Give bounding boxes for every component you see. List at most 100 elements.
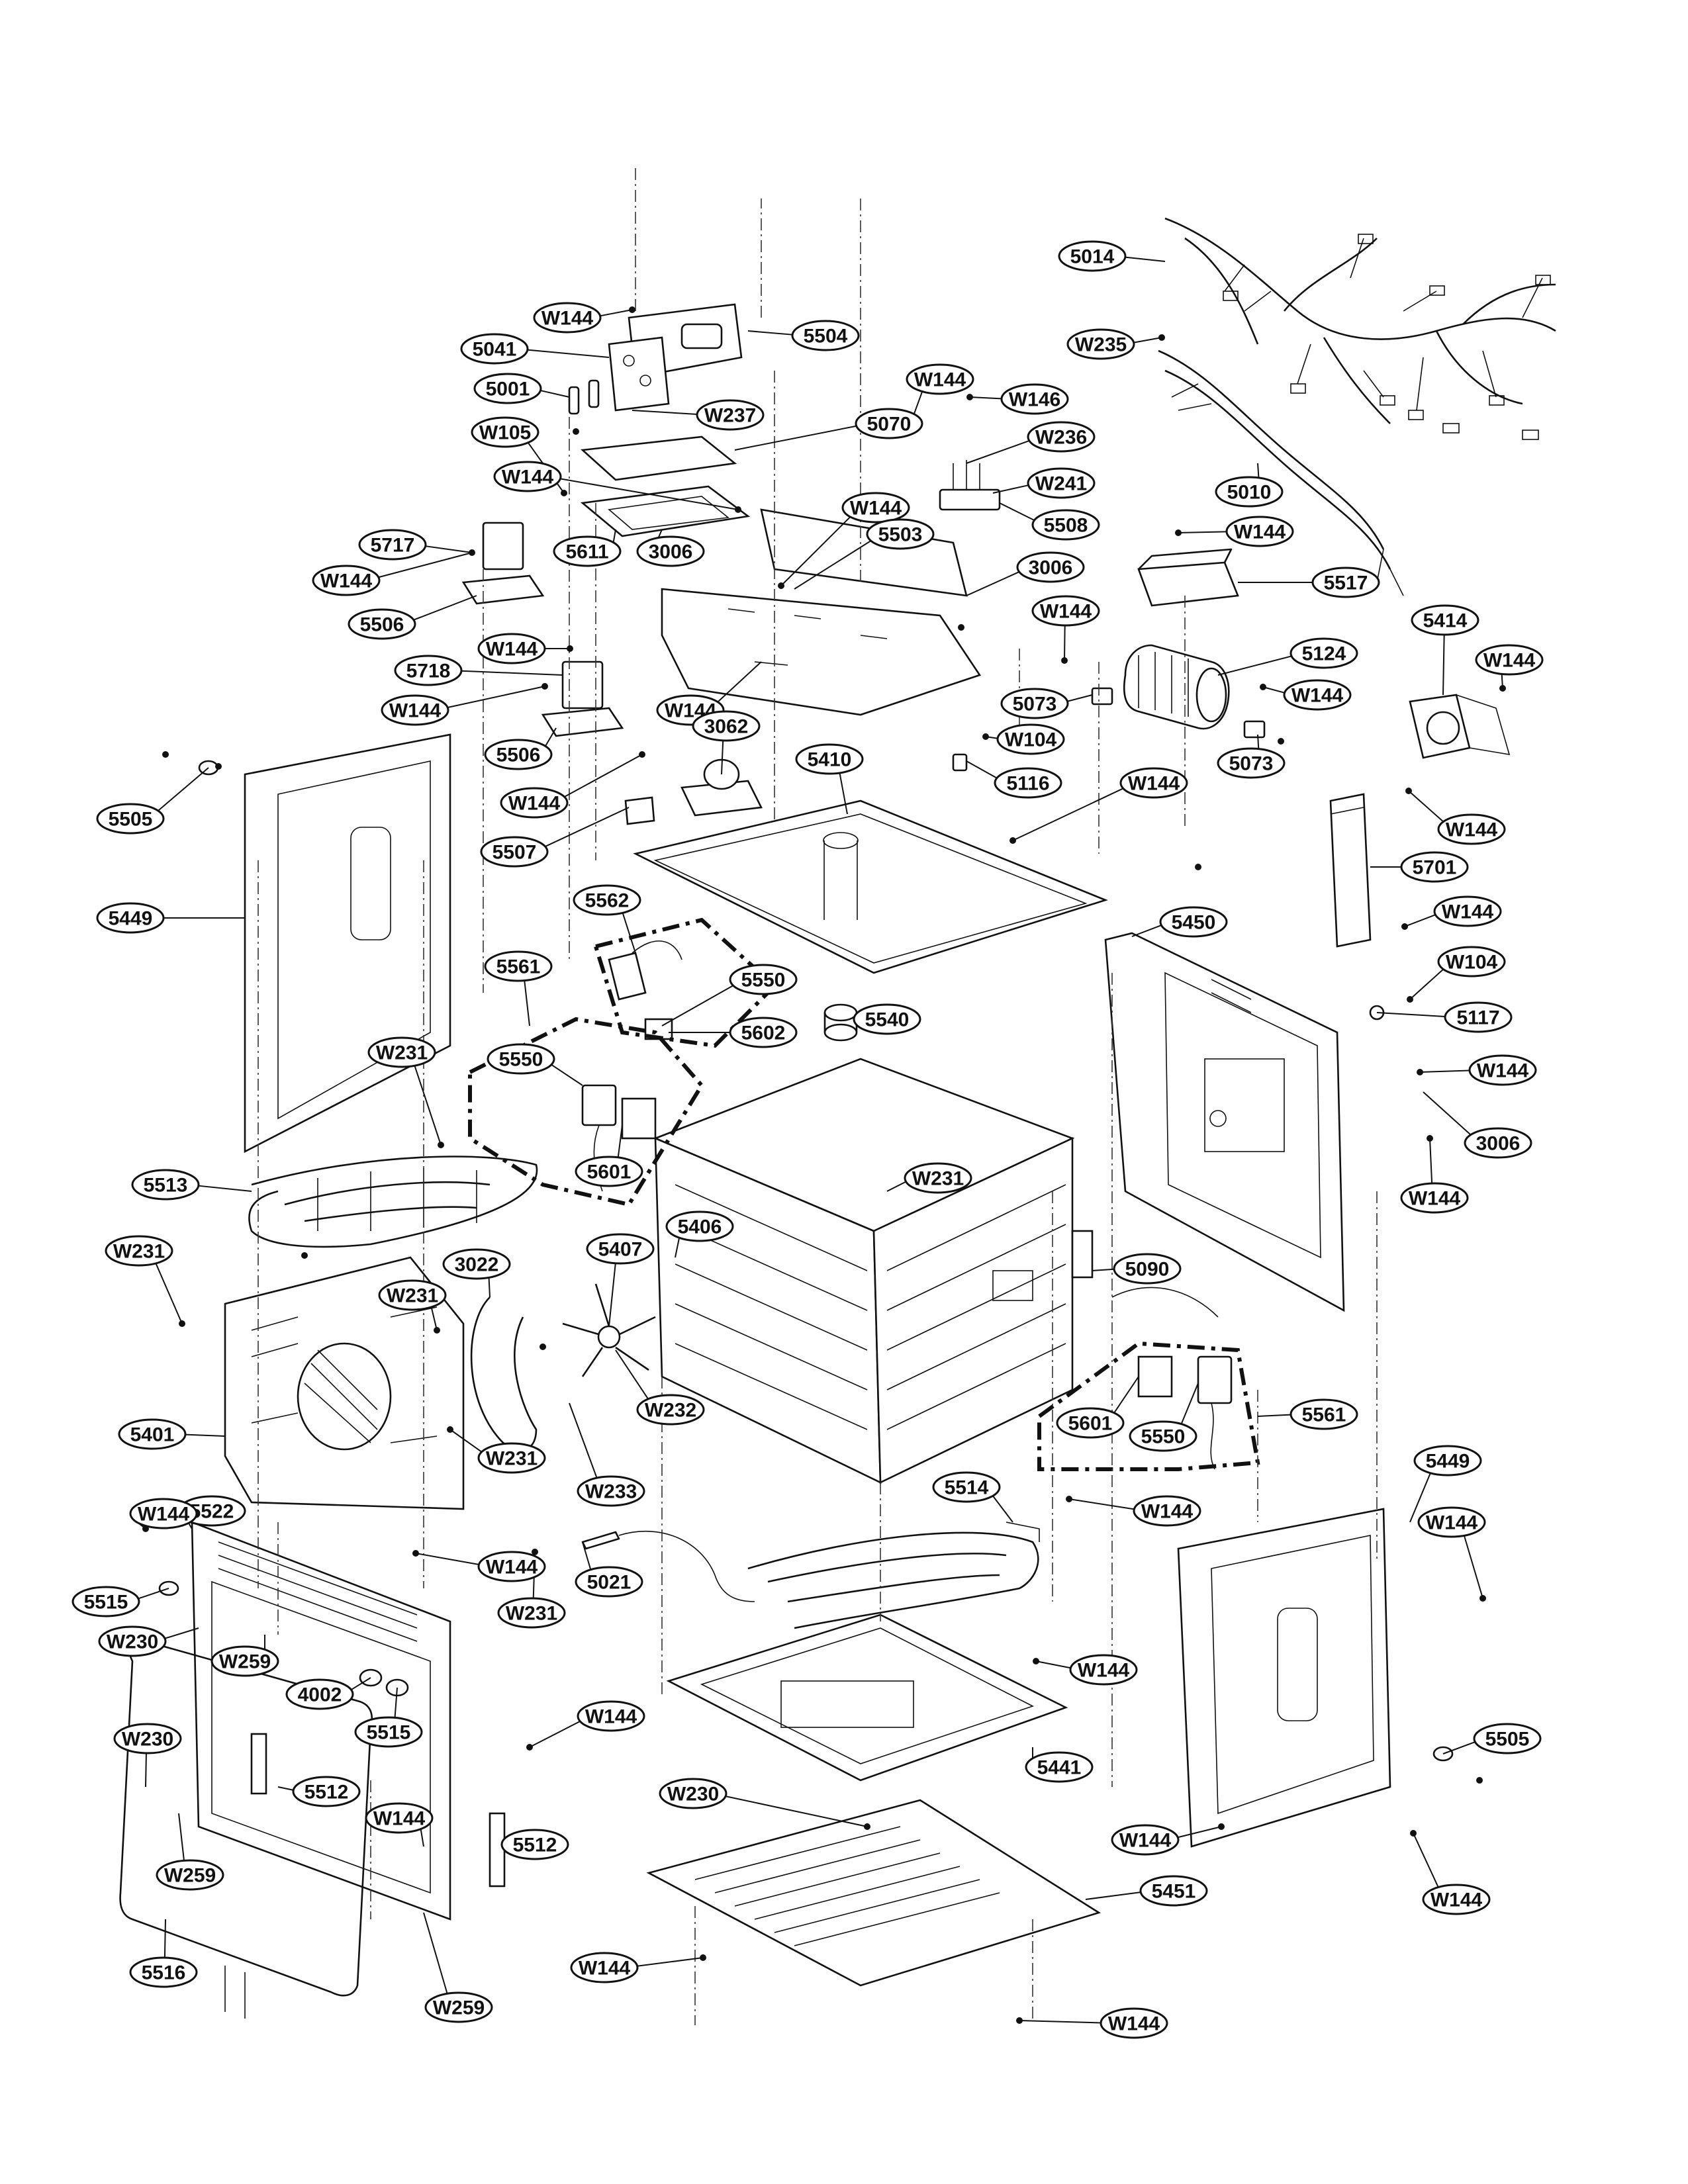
callout-balloon <box>575 1156 643 1187</box>
callout-w232: W232 <box>636 1394 705 1426</box>
parts-artwork <box>119 165 1556 2025</box>
callout-balloon <box>1000 688 1069 719</box>
callout-balloon <box>1464 1127 1532 1159</box>
callout-label: W144 <box>1442 901 1494 923</box>
callout-label: W144 <box>1446 819 1498 841</box>
callout-label: 5449 <box>109 908 153 930</box>
callout-balloon <box>493 461 562 492</box>
leader-line-5507 <box>545 807 630 847</box>
callout-5561: 5561 <box>484 950 553 982</box>
callout-label: 5407 <box>598 1239 643 1261</box>
callout-label: W105 <box>479 422 531 444</box>
bottom-panel-5451 <box>646 1799 1102 1987</box>
callout-label: 5512 <box>305 1782 349 1803</box>
callout-balloon <box>1289 1398 1358 1430</box>
callout-label: 5401 <box>130 1424 175 1446</box>
leader-line-5513 <box>198 1185 252 1192</box>
callout-label: 5550 <box>499 1049 543 1071</box>
callout-4002: 4002 <box>285 1678 354 1710</box>
leader-line-5117 <box>1376 1012 1446 1017</box>
callout-balloon <box>1400 1182 1469 1214</box>
callout-w144: W144 <box>1225 516 1294 547</box>
cover-5070 <box>580 435 737 481</box>
callout-balloon <box>1119 767 1188 799</box>
callout-label: 5601 <box>587 1161 632 1183</box>
callout-balloon <box>500 1829 569 1860</box>
callout-5717: 5717 <box>358 529 427 561</box>
leader-line-5001 <box>540 390 570 398</box>
callout-5561: 5561 <box>1289 1398 1358 1430</box>
callout-label: W231 <box>912 1168 964 1190</box>
callout-balloon <box>1025 1751 1094 1783</box>
callout-w144: W144 <box>841 492 910 523</box>
leader-line-w144 <box>1012 788 1124 841</box>
probe-5540 <box>823 1003 858 1042</box>
bracket-5507 <box>624 796 655 825</box>
leader-line-4002 <box>351 1677 371 1691</box>
callout-5718: 5718 <box>394 655 463 686</box>
callout-balloon <box>1027 421 1096 453</box>
leader-line-w144 <box>1035 1661 1071 1669</box>
callout-w236: W236 <box>1027 421 1096 453</box>
callout-5562: 5562 <box>573 884 641 916</box>
callout-label: W144 <box>850 498 902 520</box>
broil-element-5513 <box>248 1156 538 1248</box>
leader-line-5561 <box>1257 1414 1291 1417</box>
callout-balloon <box>131 1169 200 1201</box>
callout-balloon <box>1000 383 1069 415</box>
callout-balloon <box>424 1991 493 2023</box>
callout-label: W144 <box>1234 522 1286 543</box>
callout-balloon <box>1016 551 1085 583</box>
terminal-block-5508 <box>939 460 1001 511</box>
callout-balloon <box>358 529 427 561</box>
callout-w144: W144 <box>500 787 569 819</box>
leader-line-w236 <box>966 439 1030 464</box>
callout-balloon <box>575 1566 643 1598</box>
callout-balloon <box>1311 567 1380 598</box>
callout-balloon <box>1113 1253 1182 1285</box>
leader-line-5718 <box>461 670 563 676</box>
group-outline-5562 <box>593 917 778 1048</box>
callout-label: 5506 <box>360 614 404 636</box>
leader-line-5449 <box>1409 1473 1431 1523</box>
leader-line-5508 <box>999 502 1035 522</box>
leader-line-5450 <box>1131 925 1162 937</box>
callout-5506: 5506 <box>348 608 416 640</box>
callout-label: 5041 <box>473 339 517 361</box>
callout-label: 5508 <box>1044 515 1088 537</box>
callout-balloon <box>312 565 381 596</box>
callout-w233: W233 <box>577 1475 645 1507</box>
callout-label: 3062 <box>704 716 749 738</box>
callout-label: 5517 <box>1324 572 1368 594</box>
callout-balloon <box>994 767 1062 799</box>
callout-label: W144 <box>585 1706 637 1728</box>
leader-line-w231 <box>414 1065 442 1146</box>
callout-balloon <box>1056 1407 1125 1439</box>
callout-balloon <box>853 1003 921 1035</box>
callout-label: 5507 <box>492 842 537 864</box>
callout-balloon <box>665 1210 734 1242</box>
callout-label: W236 <box>1035 427 1087 449</box>
callout-label: 5504 <box>804 326 848 347</box>
leader-line-5506 <box>413 595 477 621</box>
callout-w105: W105 <box>471 416 539 448</box>
callout-5450: 5450 <box>1159 906 1228 938</box>
door-lock-5414 <box>1409 694 1511 759</box>
callout-w144: W144 <box>312 565 381 596</box>
callout-5117: 5117 <box>1444 1001 1513 1033</box>
leader-line-5514 <box>992 1495 1013 1523</box>
bracket-5503 <box>661 508 982 716</box>
callout-label: W259 <box>433 1997 485 2019</box>
callout-label: 5515 <box>367 1722 411 1744</box>
callout-3006: 3006 <box>1464 1127 1532 1159</box>
callout-balloon <box>292 1776 361 1807</box>
leader-line-w144 <box>415 1553 479 1565</box>
callout-balloon <box>841 492 910 523</box>
callout-5449: 5449 <box>1413 1445 1482 1477</box>
callout-5602: 5602 <box>729 1017 798 1048</box>
callout-balloon <box>285 1678 354 1710</box>
callout-balloon <box>71 1586 140 1617</box>
callout-balloon <box>1473 1723 1542 1754</box>
leader-line-w235 <box>1133 337 1162 343</box>
callout-5124: 5124 <box>1289 637 1358 669</box>
